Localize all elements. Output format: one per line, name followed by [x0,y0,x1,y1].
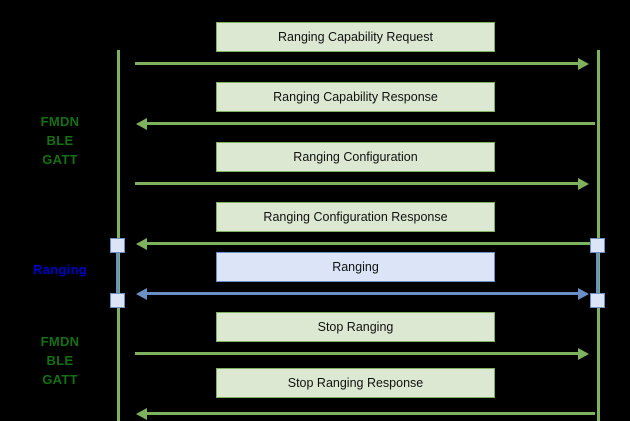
message-arrow-stop-ranging-response [136,407,595,420]
activation-node-left-end [110,293,125,308]
arrowhead-right-icon [578,177,589,190]
activation-node-right-end [590,293,605,308]
activation-bar-right [596,245,599,301]
message-box-stop-ranging-response: Stop Ranging Response [216,368,495,398]
message-box-ranging-configuration-response: Ranging Configuration Response [216,202,495,232]
message-box-ranging: Ranging [216,252,495,282]
phase-label-fmdn-ble-gatt-top: FMDN BLE GATT [40,114,80,167]
message-box-ranging-capability-response: Ranging Capability Response [216,82,495,112]
message-box-ranging-configuration: Ranging Configuration [216,142,495,172]
message-box-stop-ranging: Stop Ranging [216,312,495,342]
right-lifeline [597,50,600,421]
message-box-ranging-capability-request: Ranging Capability Request [216,22,495,52]
phase-label-ranging: Ranging [32,262,88,277]
activation-node-right-start [590,238,605,253]
arrowhead-right-icon [578,347,589,360]
activation-bar-left [116,245,119,301]
message-arrow-ranging-configuration [135,177,589,190]
arrowhead-right-icon [578,287,589,300]
message-arrow-ranging-capability-request [135,57,589,70]
arrowhead-left-icon [136,117,147,130]
arrowhead-left-icon [136,287,147,300]
left-lifeline [117,50,120,421]
phase-label-fmdn-ble-gatt-bottom: FMDN BLE GATT [40,334,80,387]
message-arrow-ranging-capability-response [136,117,595,130]
message-arrow-ranging-left [136,287,578,300]
arrowhead-left-icon [136,407,147,420]
arrowhead-right-icon [578,57,589,70]
activation-node-left-start [110,238,125,253]
message-arrow-ranging-configuration-response [136,237,595,250]
arrowhead-left-icon [136,237,147,250]
message-arrow-stop-ranging [135,347,589,360]
